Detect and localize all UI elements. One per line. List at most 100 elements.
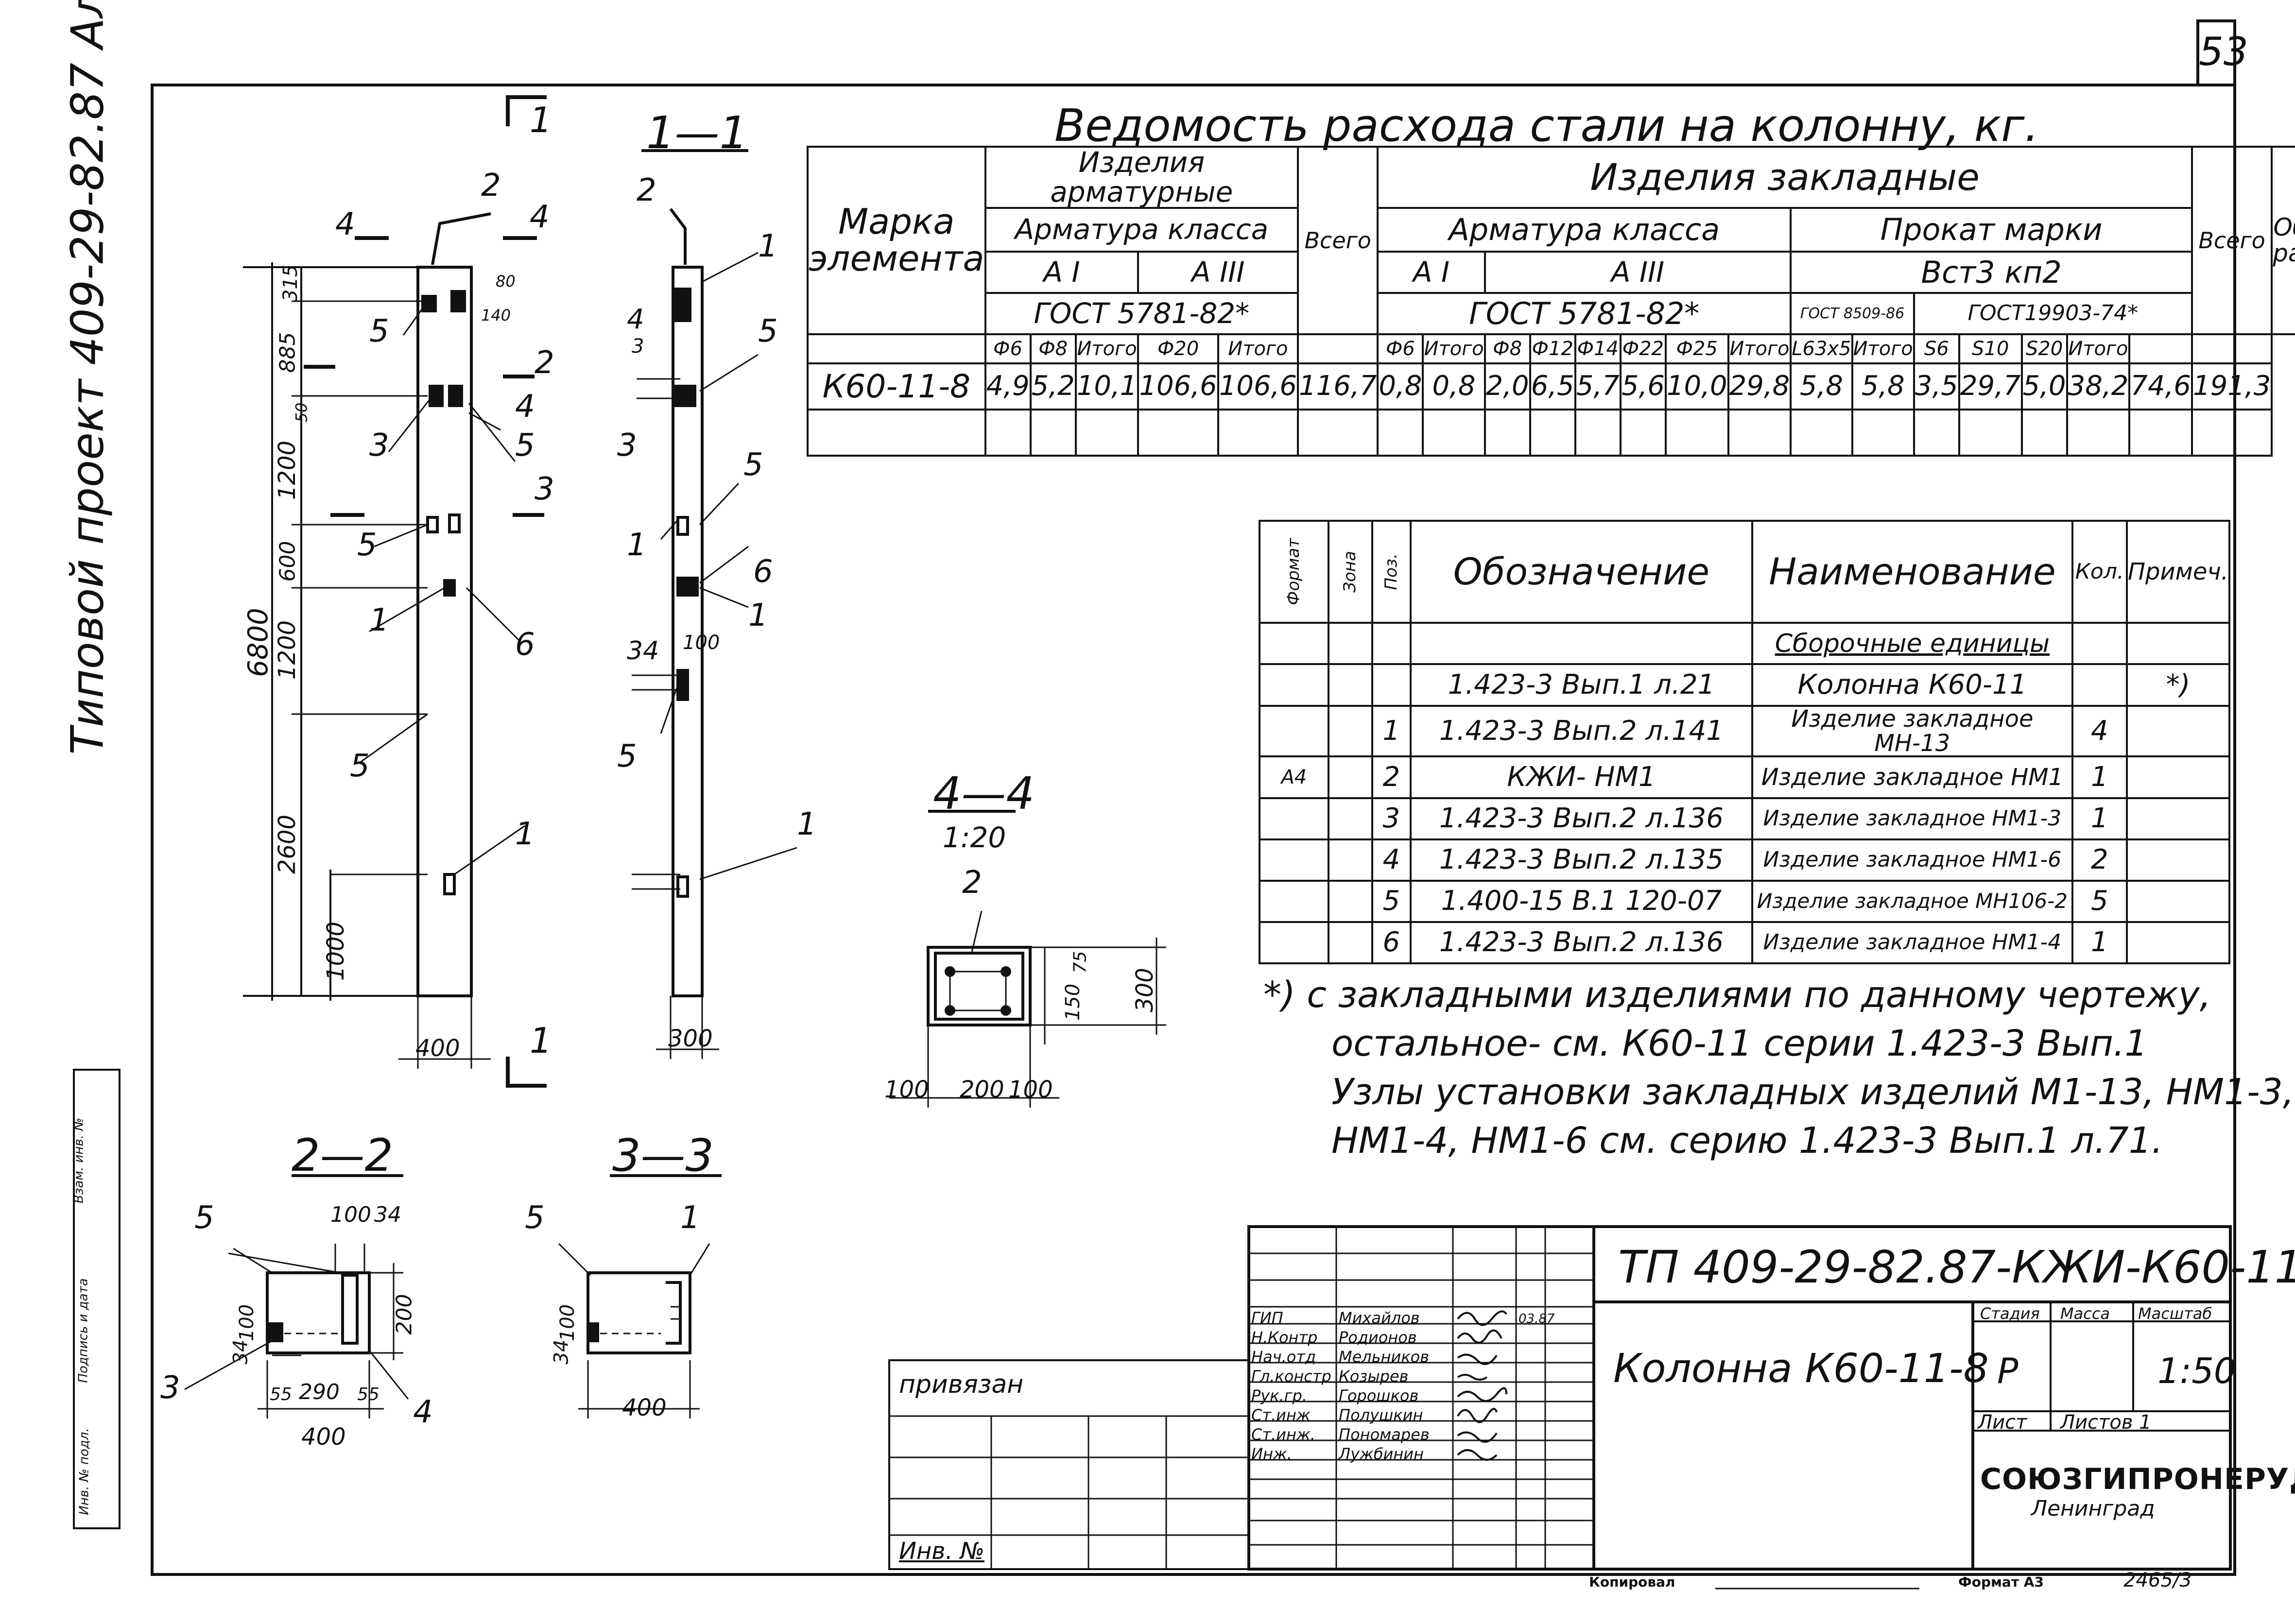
sub-col: S6	[1913, 333, 1960, 364]
pos-label: 1	[515, 816, 535, 852]
value-cell: 4,9	[984, 362, 1032, 410]
dim-300-sec: 300	[668, 1025, 713, 1052]
h-zone: Зона	[1327, 519, 1373, 624]
person-name: Михайлов	[1339, 1309, 1420, 1327]
pos-label: 4	[515, 389, 535, 425]
sub-col: Итого	[1727, 333, 1792, 364]
side-stamp: Инв. № подл. Подпись и дата Взам. инв. №	[71, 1069, 121, 1529]
value-cell: 10,0	[1664, 362, 1729, 410]
h-gost-19903: ГОСТ19903-74*	[1913, 291, 2193, 335]
footer-number: 2465/3	[2123, 1569, 2192, 1591]
sub-col: Ф6	[984, 333, 1032, 364]
h-format: Формат	[1259, 519, 1329, 624]
dim-55-22b: 55	[357, 1385, 380, 1404]
pos-label: 1	[797, 806, 817, 842]
pos-label: 1	[369, 602, 389, 638]
section-1-1-title: 1—1	[646, 107, 748, 159]
spec-name: Колонна К60-11	[1751, 663, 2073, 707]
sub-col: Итого	[2066, 333, 2131, 364]
value-cell: 3,5	[1913, 362, 1960, 410]
pos-label: 3	[535, 471, 554, 507]
spec-name: Изделие закладное МН-13	[1751, 704, 2073, 758]
person-name: Пономарев	[1339, 1425, 1430, 1444]
sub-col: Ф25	[1664, 333, 1729, 364]
person-name: Мельников	[1339, 1348, 1430, 1366]
sub-col: S20	[2020, 333, 2068, 364]
value-cell: 116,7	[1297, 362, 1379, 410]
bound-label: привязан	[899, 1370, 1024, 1399]
sub-col: Итого	[1422, 333, 1486, 364]
spec-designation: КЖИ- НМ1	[1409, 755, 1754, 799]
value-cell: 29,7	[1958, 362, 2023, 410]
h-vst: Вст3 кп2	[1790, 250, 2193, 294]
sub-col: S10	[1958, 333, 2023, 364]
spec-name: Изделие закладное НМ1-4	[1751, 921, 2073, 965]
sheet-label: Лист	[1978, 1411, 2027, 1434]
pos-label: 5	[758, 313, 778, 349]
spec-designation: 1.400-15 В.1 120-07	[1409, 879, 1754, 923]
value-cell: 5,2	[1029, 362, 1077, 410]
column-section-2-2	[266, 1271, 371, 1354]
pos-label: 1	[627, 527, 647, 563]
pos-label: 2	[962, 865, 982, 901]
sub-col: Ф6	[1377, 333, 1424, 364]
sub-col: L63x5	[1790, 333, 1853, 364]
person-name: Козырев	[1339, 1367, 1409, 1385]
h-emb-AI: A I	[1377, 250, 1486, 294]
h-pos: Поз.	[1371, 519, 1412, 624]
dim-80: 80	[496, 272, 516, 291]
pos-label: 4	[627, 304, 644, 335]
pos-label: 2	[481, 168, 501, 204]
section-4-4-title: 4—4	[933, 768, 1035, 820]
column-elevation	[416, 266, 473, 997]
h-gost-8509: ГОСТ 8509-86	[1790, 291, 1915, 335]
sub-col: Итого	[1074, 333, 1139, 364]
value-cell: 5,6	[1619, 362, 1667, 410]
drawing-code: ТП 409-29-82.87-КЖИ-К60-11-8	[1618, 1241, 2295, 1293]
h-mark: Марка элемента	[807, 146, 986, 335]
pos-label: 5	[617, 738, 637, 774]
spec-name: Изделие закладное НМ1	[1751, 755, 2073, 799]
note-line-1: *) с закладными изделиями по данному чер…	[1263, 974, 2211, 1016]
pos-label: 5	[350, 748, 370, 784]
spec-designation: 1.423-3 Вып.2 л.141	[1409, 704, 1754, 758]
note-line-2: остальное- см. К60-11 серии 1.423-3 Вып.…	[1331, 1023, 2148, 1064]
org-city: Ленинград	[2031, 1496, 2155, 1521]
dim-290-22: 290	[299, 1380, 340, 1404]
dim-100-22: 100	[330, 1202, 371, 1227]
pos-label: 1	[758, 228, 778, 264]
dim-400-elev: 400	[415, 1035, 460, 1062]
h-rolled: Прокат марки	[1790, 206, 2193, 253]
pos-label: 2	[535, 345, 554, 381]
sign-date: 03.87	[1518, 1312, 1555, 1326]
value-cell: 5,8	[1790, 362, 1853, 410]
roles-column: ГИП Н.Контр Нач.отд Гл.констр Рук.гр. Ст…	[1251, 1308, 1336, 1464]
h-designation: Обозначение	[1409, 519, 1754, 624]
h-arm-products: Изделия арматурные	[984, 146, 1299, 209]
names-column: Михайлов Родионов Мельников Козырев Горо…	[1339, 1308, 1453, 1464]
role: Рук.гр.	[1251, 1386, 1308, 1405]
value-cell: 5,0	[2020, 362, 2068, 410]
role: Нач.отд	[1251, 1348, 1316, 1366]
column-section-3-3	[587, 1271, 691, 1354]
value-cell: 106,6	[1137, 362, 1219, 410]
spec-designation: 1.423-3 Вып.2 л.136	[1409, 921, 1754, 965]
h-total-arm: Всего	[1297, 146, 1379, 335]
sub-col: Ф22	[1619, 333, 1667, 364]
note-line-3: Узлы установки закладных изделий М1-13, …	[1331, 1071, 2295, 1113]
pos-label: 5	[194, 1200, 214, 1236]
dim-100-top: 100	[683, 632, 720, 654]
h-gost-5781: ГОСТ 5781-82*	[984, 291, 1299, 335]
sub-col: Итого	[1851, 333, 1915, 364]
section-4-4-scale: 1:20	[943, 821, 1006, 854]
sub-col: Ф8	[1029, 333, 1077, 364]
pos-label: 1	[680, 1200, 700, 1236]
pos-label: 3	[160, 1370, 180, 1406]
value-cell: 38,2	[2066, 362, 2131, 410]
role: ГИП	[1251, 1309, 1283, 1327]
pos-label: 3	[617, 427, 637, 463]
sub-col: Ф20	[1137, 333, 1219, 364]
pos-label: 3	[369, 427, 389, 463]
h-AIII: A III	[1137, 250, 1299, 294]
